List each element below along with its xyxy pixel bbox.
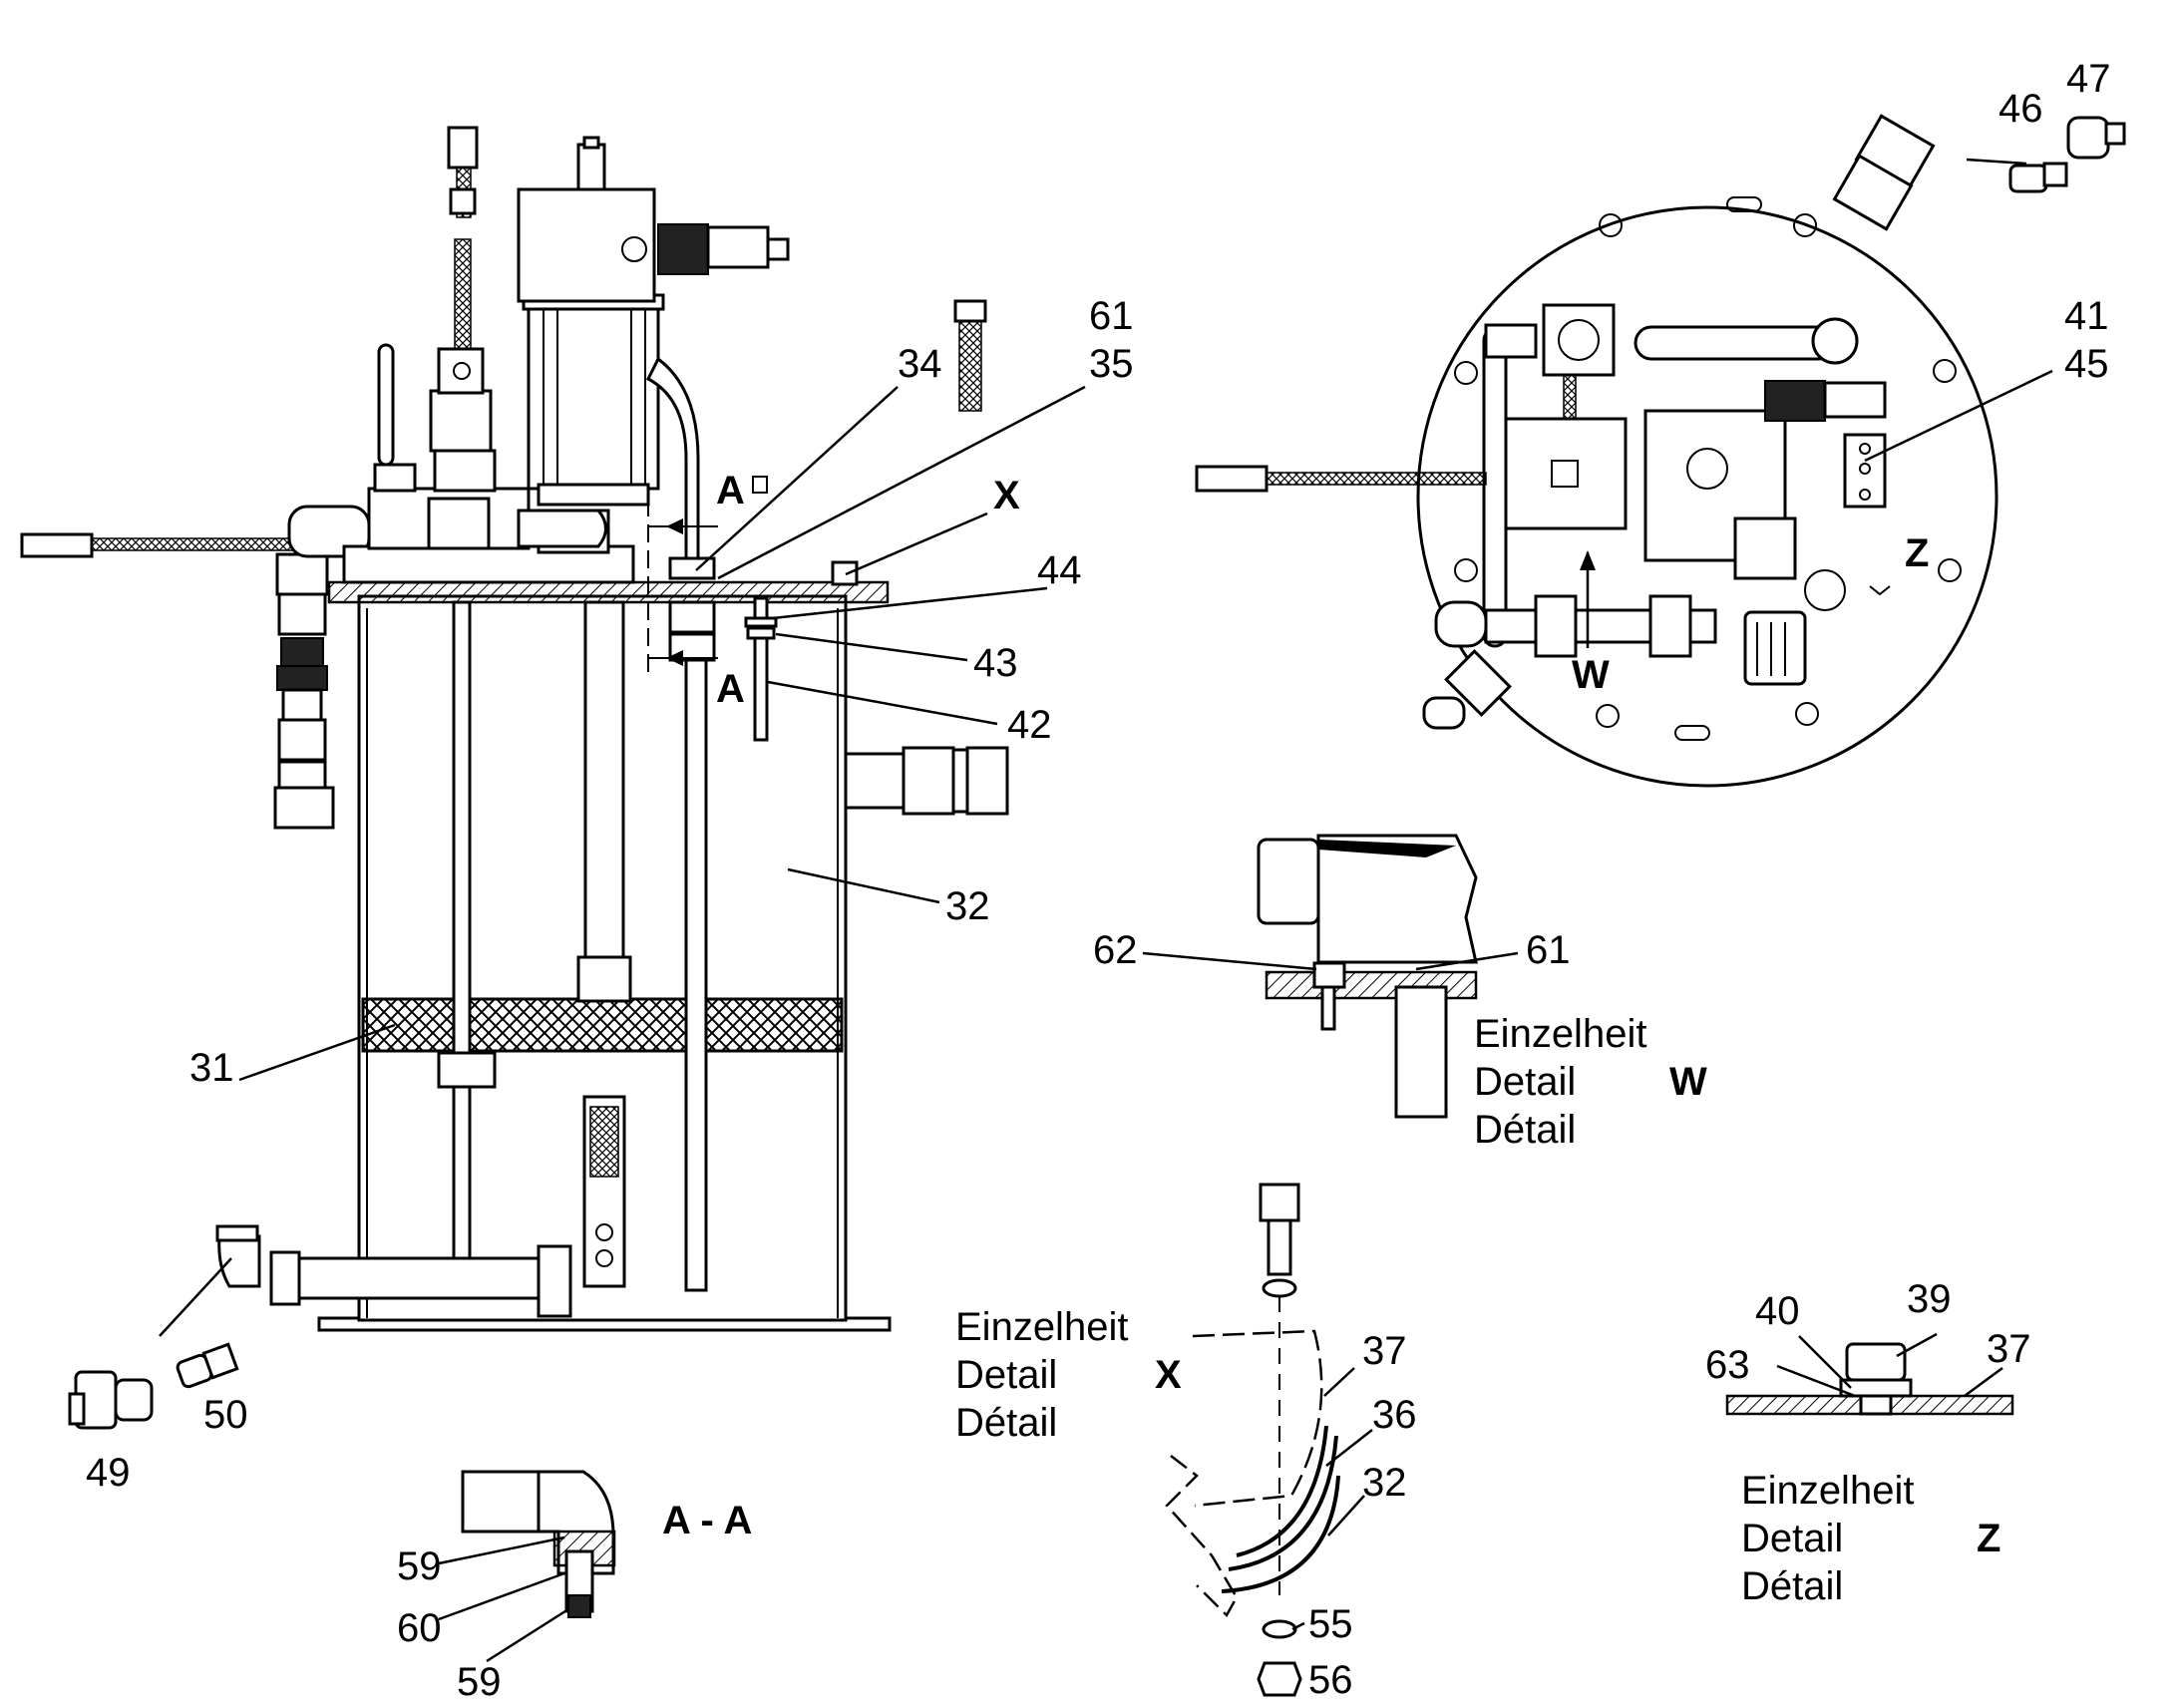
bottom-pipe xyxy=(297,1256,565,1300)
detail-x-caption-line3: Détail xyxy=(955,1401,1057,1445)
lid-plate xyxy=(327,580,890,604)
bottom-elbow xyxy=(217,1234,261,1288)
callout-36: 36 xyxy=(1372,1393,1417,1437)
callout-37-detail-x: 37 xyxy=(1362,1329,1407,1373)
callout-46: 46 xyxy=(1998,87,2043,131)
sensor-cable xyxy=(454,238,472,350)
solenoid-head xyxy=(517,187,656,303)
hose-plug xyxy=(20,532,94,558)
callout-37-detail-z: 37 xyxy=(1987,1327,2031,1371)
callout-55: 55 xyxy=(1308,1602,1353,1646)
central-rod xyxy=(583,600,625,963)
callout-62: 62 xyxy=(1093,928,1138,972)
callout-40: 40 xyxy=(1755,1289,1800,1333)
top-view xyxy=(1195,114,2053,788)
callout-34: 34 xyxy=(898,342,942,386)
section-aa-title: A - A xyxy=(662,1499,752,1542)
callout-49: 49 xyxy=(86,1451,131,1495)
callout-47: 47 xyxy=(2066,57,2111,101)
section-mark-a-bottom: A xyxy=(716,667,745,711)
filter-mesh xyxy=(361,997,844,1053)
fitting-47 xyxy=(2066,116,2126,160)
callout-50: 50 xyxy=(203,1393,248,1437)
section-aa-drawing xyxy=(438,1470,616,1663)
valve-block xyxy=(1542,303,1616,377)
detail-w-caption-line2: Detail xyxy=(1474,1060,1576,1104)
detail-z-letter: Z xyxy=(1977,1517,2000,1560)
hose-left xyxy=(87,537,293,551)
detail-w-caption-line1: Einzelheit xyxy=(1474,1012,1646,1056)
detail-w-letter: W xyxy=(1669,1060,1707,1104)
callout-42: 42 xyxy=(1007,703,1052,747)
callout-x: X xyxy=(993,474,1020,517)
detail-w-caption-line3: Détail xyxy=(1474,1108,1576,1152)
callout-w: W xyxy=(1572,653,1610,697)
callout-43: 43 xyxy=(973,641,1018,685)
callout-32-detail-x: 32 xyxy=(1362,1461,1407,1505)
section-mark-a-top: A xyxy=(716,469,745,512)
detail-z-caption-line1: Einzelheit xyxy=(1741,1469,1914,1513)
callout-61: 61 xyxy=(1089,294,1134,338)
callout-61-detail-w: 61 xyxy=(1526,928,1571,972)
detail-x-drawing xyxy=(1165,1183,1373,1697)
detail-z-caption-line2: Detail xyxy=(1741,1517,1843,1560)
leader-lines-main xyxy=(159,385,1086,1337)
callout-35: 35 xyxy=(1089,342,1134,386)
detail-x-caption-line2: Detail xyxy=(955,1353,1057,1397)
fitting-49 xyxy=(68,1370,154,1430)
main-side-view xyxy=(20,126,1009,1332)
detail-w-drawing xyxy=(1142,834,1519,1119)
fitting-46 xyxy=(2008,162,2068,193)
callout-41: 41 xyxy=(2064,294,2109,338)
callout-63: 63 xyxy=(1705,1343,1750,1387)
solenoid-body-top xyxy=(1504,417,1628,530)
pipe-right xyxy=(684,600,708,1292)
callout-56: 56 xyxy=(1308,1658,1353,1702)
quick-coupler xyxy=(657,223,709,275)
fitting-50 xyxy=(176,1342,239,1389)
detail-z-drawing xyxy=(1725,1332,2014,1416)
rod-left xyxy=(452,600,472,1292)
detail-x-caption-line1: Einzelheit xyxy=(955,1305,1128,1349)
callout-39: 39 xyxy=(1907,1277,1952,1321)
callout-44: 44 xyxy=(1037,548,1082,592)
callout-z: Z xyxy=(1905,531,1929,575)
pump-cylinder xyxy=(527,297,660,491)
callout-31: 31 xyxy=(189,1046,234,1090)
detail-z-caption-line3: Détail xyxy=(1741,1564,1843,1608)
callout-45: 45 xyxy=(2064,342,2109,386)
callout-59-bottom: 59 xyxy=(457,1660,502,1704)
callout-60: 60 xyxy=(397,1606,442,1650)
bracket-41 xyxy=(1843,433,1887,509)
detail-x-letter: X xyxy=(1155,1353,1182,1397)
callout-59-top: 59 xyxy=(397,1544,442,1588)
callout-32: 32 xyxy=(945,884,990,928)
